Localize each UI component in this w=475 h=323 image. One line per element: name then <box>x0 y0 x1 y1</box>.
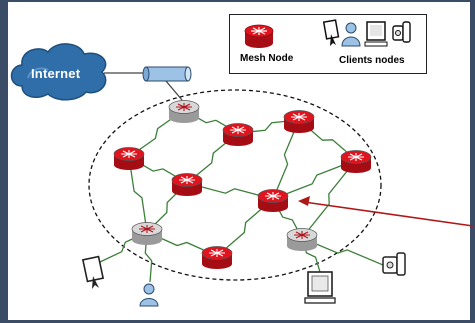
wireless-link <box>128 156 148 233</box>
gateway-link <box>165 80 183 101</box>
mesh-boundary <box>88 89 382 281</box>
gateway-router-icon <box>286 228 318 251</box>
user-icon <box>341 22 361 47</box>
wireless-link <box>272 119 300 200</box>
wireless-link <box>186 182 274 200</box>
wireless-link <box>301 159 357 239</box>
mesh-router-icon <box>113 147 145 170</box>
pda-icon <box>323 19 340 46</box>
monitor-icon <box>304 271 336 304</box>
mesh-router-icon <box>171 173 203 196</box>
gateway-router-icon <box>168 100 200 123</box>
wireless-link <box>216 198 274 257</box>
legend-mesh-node-icon <box>244 24 274 48</box>
gateway-cylinder-icon <box>142 66 192 82</box>
mesh-router-icon <box>201 246 233 269</box>
camera-icon <box>382 252 406 276</box>
monitor-icon <box>364 21 388 47</box>
legend-client-nodes-label: Clients nodes <box>339 55 405 66</box>
mesh-router-icon <box>340 150 372 173</box>
pointer-arrow <box>298 196 474 227</box>
wireless-link <box>272 159 357 200</box>
cloud-icon <box>10 43 107 101</box>
gateway-router-icon <box>131 222 163 245</box>
internet-label: Internet <box>31 66 81 81</box>
mesh-router-icon <box>257 189 289 212</box>
legend-mesh-node-label: Mesh Node <box>240 53 294 64</box>
wireless-link <box>146 231 218 257</box>
user-icon <box>139 283 159 307</box>
mesh-router-icon <box>222 123 254 146</box>
legend: Mesh Node Clients nodes <box>229 14 427 74</box>
client-wireless-link <box>301 237 384 266</box>
legend-client-icons <box>323 19 411 47</box>
camera-icon <box>392 21 411 43</box>
mesh-router-icon <box>283 110 315 133</box>
pda-icon <box>81 255 105 289</box>
mesh-nodes <box>113 100 372 269</box>
